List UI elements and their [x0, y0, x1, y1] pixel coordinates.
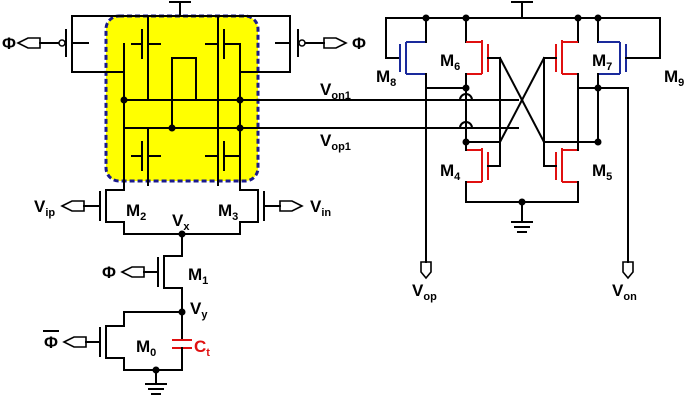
- phi-left-pmos: [16, 15, 125, 73]
- m5-label: M5: [592, 161, 612, 183]
- von-label: Von: [612, 281, 637, 303]
- latch-pmos-right: [205, 15, 241, 177]
- m6-label: M6: [440, 51, 460, 73]
- m4-nmos: [465, 141, 501, 203]
- vip-label: Vip: [34, 197, 55, 219]
- ct-capacitor: [172, 339, 192, 371]
- m4-label: M4: [440, 161, 461, 183]
- m0-label: M0: [136, 337, 156, 359]
- m3-label: M3: [218, 201, 238, 223]
- m2-label: M2: [126, 201, 146, 223]
- m8-label: M8: [376, 67, 396, 89]
- vop-label: Vop: [412, 281, 437, 303]
- input-nmos-m3: [239, 175, 304, 235]
- m7-pmos: [543, 17, 579, 89]
- tail-nmos-m1: [120, 251, 183, 341]
- vy-label: Vy: [190, 299, 208, 321]
- von1-label: Von1: [320, 80, 351, 102]
- m1-label: M1: [188, 265, 208, 287]
- input-nmos-m2: [60, 175, 125, 235]
- ground-left: [145, 383, 167, 395]
- latch-highlight-box: [104, 14, 260, 183]
- phi-left-label: Φ: [2, 34, 16, 53]
- m9-pmos: [577, 17, 661, 89]
- right-latch: M8 M6 M7: [376, 1, 684, 280]
- m7-label: M7: [592, 51, 612, 73]
- vin-label: Vin: [310, 197, 331, 219]
- left-comparator: Φ Φ: [2, 1, 519, 395]
- phi-right-label: Φ: [352, 34, 366, 53]
- ct-label: Ct: [194, 337, 210, 359]
- latch-nmos-left: [131, 127, 161, 186]
- m9-label: M9: [664, 67, 684, 89]
- latch-nmos-right: [205, 99, 241, 186]
- vx-label: Vx: [172, 211, 190, 233]
- phi-right-pmos: [239, 15, 348, 73]
- phi-m1-label: Φ: [102, 263, 116, 282]
- phibar-label: Φ: [44, 333, 58, 352]
- m5-nmos: [543, 87, 579, 203]
- reset-nmos-m0: [62, 311, 183, 371]
- vop1-label: Vop1: [320, 131, 351, 153]
- ground-right: [511, 221, 533, 233]
- m8-pmos: [385, 17, 467, 89]
- latch-pmos-left: [123, 15, 161, 177]
